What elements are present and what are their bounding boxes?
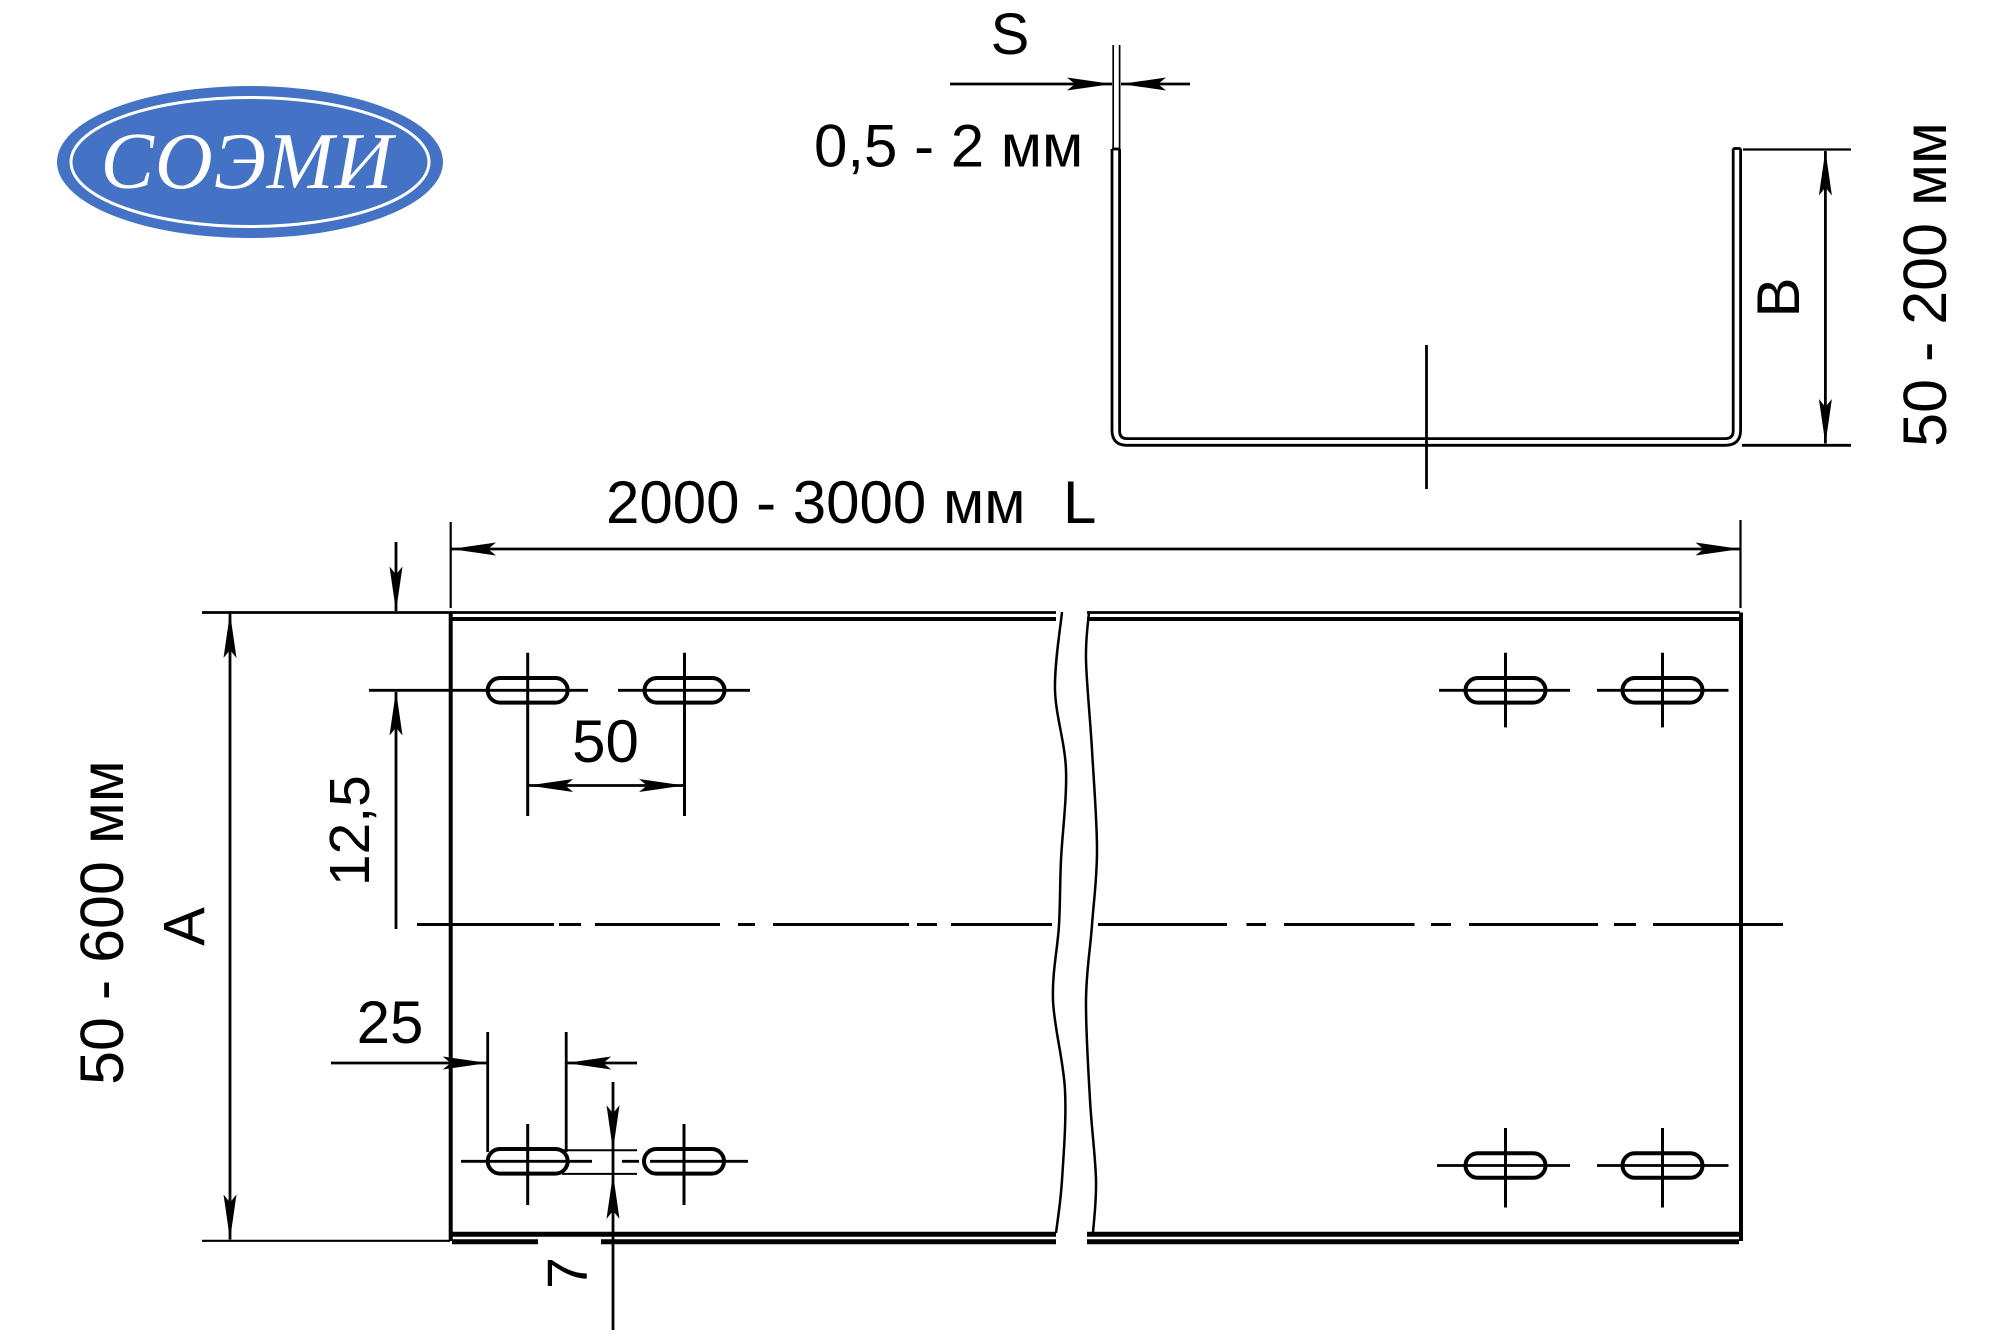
svg-text:12,5: 12,5 — [318, 775, 382, 886]
svg-text:СОЭМИ: СОЭМИ — [101, 118, 397, 206]
svg-text:B: B — [1745, 277, 1812, 317]
svg-text:L: L — [1063, 469, 1096, 536]
svg-text:25: 25 — [357, 989, 424, 1056]
svg-text:50: 50 — [572, 708, 639, 775]
svg-text:A: A — [153, 907, 218, 946]
svg-text:S: S — [991, 2, 1030, 67]
svg-text:2000 - 3000 мм: 2000 - 3000 мм — [606, 469, 1025, 536]
svg-text:50 - 600 мм: 50 - 600 мм — [68, 760, 136, 1085]
svg-text:7: 7 — [536, 1257, 600, 1289]
svg-text:0,5 - 2 мм: 0,5 - 2 мм — [814, 113, 1083, 180]
svg-text:50 - 200 мм: 50 - 200 мм — [1891, 122, 1959, 447]
